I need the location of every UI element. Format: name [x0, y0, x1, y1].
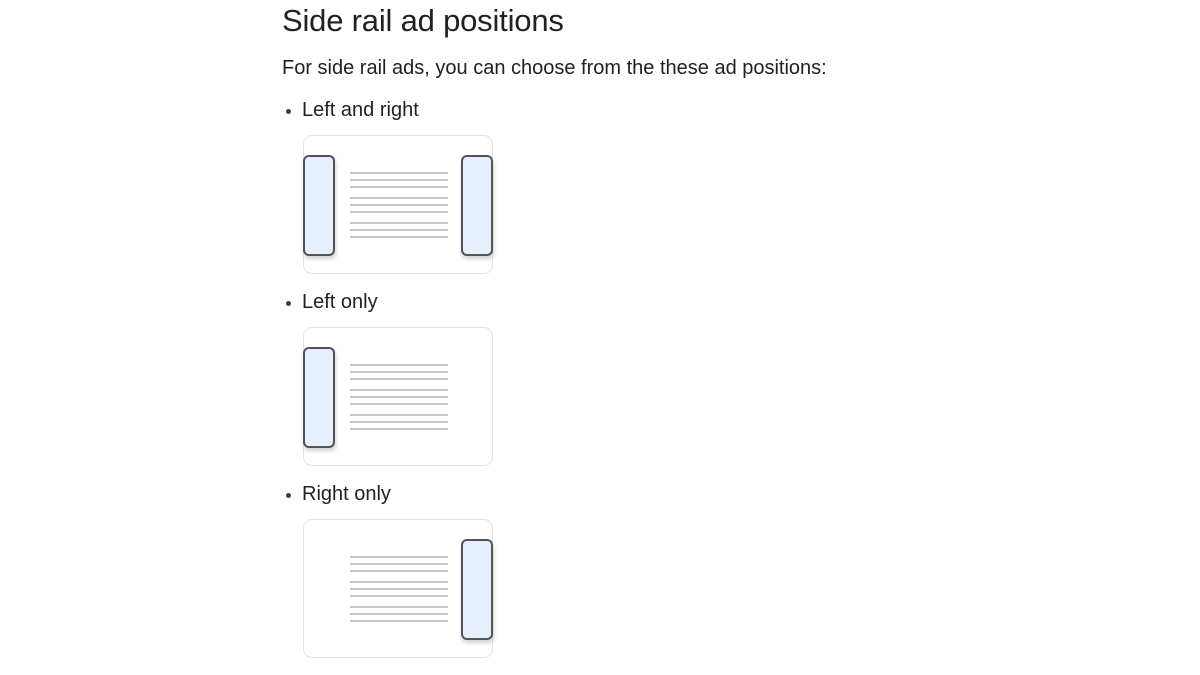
illustration-right-only [303, 519, 493, 658]
bullet-icon [286, 109, 291, 114]
page-title: Side rail ad positions [282, 3, 564, 38]
illustration-left-only [303, 327, 493, 466]
bullet-icon [286, 493, 291, 498]
right-rail-ad-icon [461, 539, 493, 640]
left-rail-ad-icon [303, 347, 335, 448]
position-label: Left and right [302, 99, 419, 121]
content-lines-icon [350, 172, 448, 243]
position-item-right-only: Right only [282, 481, 682, 658]
content-lines-icon [350, 364, 448, 435]
illustration-left-and-right [303, 135, 493, 274]
left-rail-ad-icon [303, 155, 335, 256]
position-item-left-only: Left only [282, 289, 682, 466]
intro-text: For side rail ads, you can choose from t… [282, 57, 827, 79]
position-item-left-and-right: Left and right [282, 97, 682, 274]
position-label: Left only [302, 291, 378, 313]
content-lines-icon [350, 556, 448, 627]
bullet-icon [286, 301, 291, 306]
right-rail-ad-icon [461, 155, 493, 256]
position-label: Right only [302, 483, 391, 505]
